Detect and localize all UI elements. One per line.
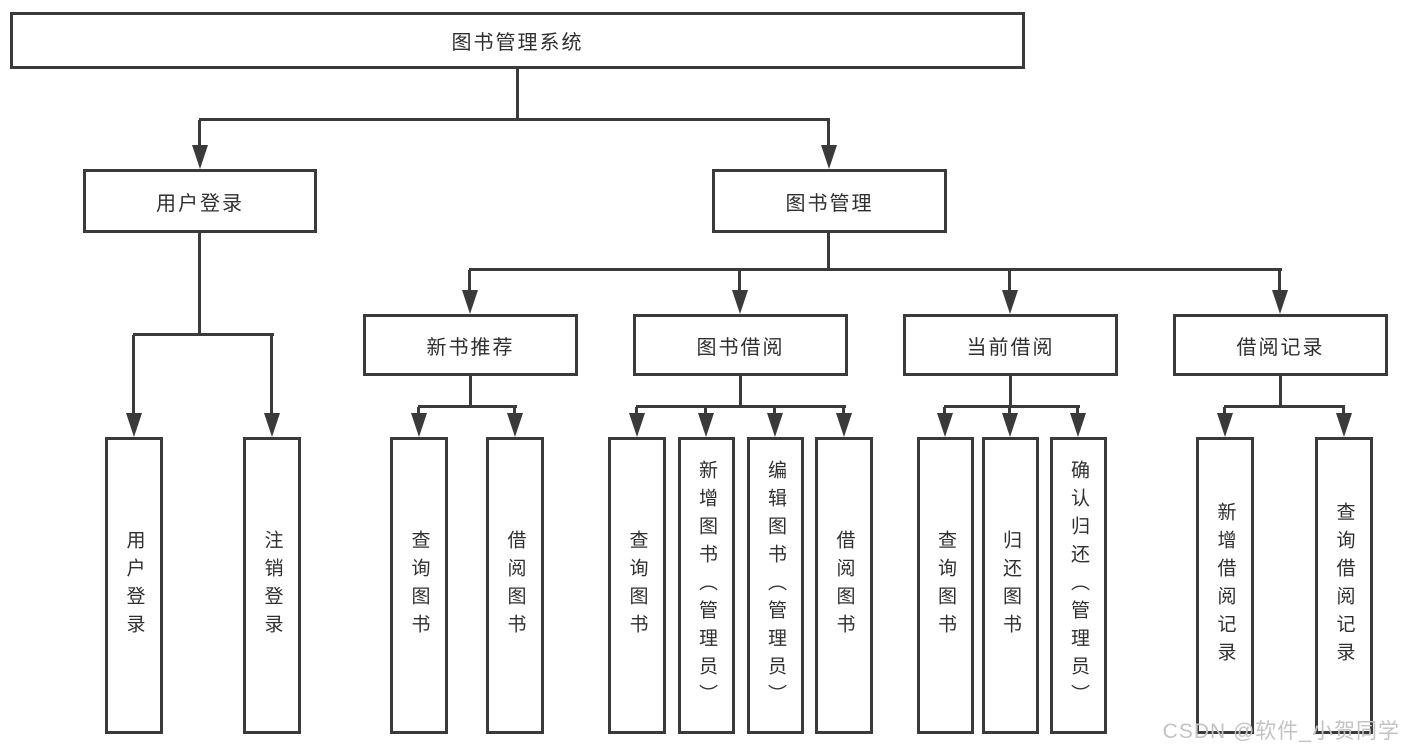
connector-line [418, 405, 517, 408]
leaf-label: 用户登录 [123, 529, 145, 642]
arrow-down-icon [937, 407, 953, 437]
arrow-down-icon [1336, 407, 1352, 437]
connector-line [944, 405, 1080, 408]
leaf-cb-return-books: 归还图书 [982, 437, 1039, 734]
leaf-user-login: 用户登录 [105, 437, 163, 734]
node-library-system: 图书管理系统 [10, 12, 1025, 69]
connector-line [739, 376, 742, 407]
leaf-label: 新增图书（管理员） [696, 459, 717, 712]
leaf-label: 归还图书 [1000, 529, 1021, 642]
arrow-down-icon [1272, 270, 1288, 314]
node-label: 新书推荐 [426, 336, 515, 359]
leaf-bb-edit-books-admin: 编辑图书（管理员） [747, 437, 804, 734]
node-label: 图书借阅 [696, 336, 785, 359]
node-new-book-recommendation: 新书推荐 [363, 314, 578, 376]
connector-line [1224, 405, 1345, 408]
node-book-borrowing: 图书借阅 [633, 314, 848, 376]
leaf-label: 查询图书 [626, 529, 648, 642]
leaf-label: 查询图书 [408, 529, 430, 642]
node-label: 借阅记录 [1236, 336, 1325, 359]
connector-line [199, 118, 830, 121]
arrow-down-icon [411, 407, 427, 437]
connector-line [469, 376, 472, 407]
arrow-down-icon [732, 270, 748, 314]
connector-line [198, 233, 201, 336]
connector-line [469, 268, 1282, 271]
node-user-login: 用户登录 [83, 169, 317, 233]
node-label: 当前借阅 [966, 336, 1055, 359]
leaf-bb-add-books-admin: 新增图书（管理员） [678, 437, 735, 734]
arrow-down-icon [1002, 407, 1018, 437]
node-current-borrowing: 当前借阅 [903, 314, 1118, 376]
arrow-down-icon [821, 120, 837, 169]
arrow-down-icon [192, 120, 208, 169]
arrow-down-icon [462, 270, 478, 314]
node-book-management: 图书管理 [712, 169, 947, 233]
arrow-down-icon [1217, 407, 1233, 437]
arrow-down-icon [698, 407, 714, 437]
node-borrowing-records: 借阅记录 [1173, 314, 1388, 376]
arrow-down-icon [126, 335, 142, 437]
node-label: 用户登录 [156, 192, 244, 215]
node-label: 图书管理 [785, 192, 874, 215]
arrow-down-icon [767, 407, 783, 437]
leaf-label: 确认归还（管理员） [1068, 459, 1089, 712]
leaf-br-add-record: 新增借阅记录 [1196, 437, 1254, 734]
leaf-cb-confirm-return-admin: 确认归还（管理员） [1050, 437, 1107, 734]
arrow-down-icon [507, 407, 523, 437]
leaf-nbr-query-books: 查询图书 [390, 437, 448, 734]
arrow-down-icon [836, 407, 852, 437]
node-label: 图书管理系统 [451, 32, 584, 54]
connector-line [1279, 376, 1282, 407]
leaf-cb-query-books: 查询图书 [917, 437, 974, 734]
arrow-down-icon [1002, 270, 1018, 314]
leaf-bb-borrow-books: 借阅图书 [815, 437, 873, 734]
connector-line [1009, 376, 1012, 407]
leaf-bb-query-books: 查询图书 [608, 437, 666, 734]
leaf-label: 借阅图书 [504, 529, 526, 642]
leaf-label: 借阅图书 [833, 529, 855, 642]
leaf-logout-login: 注销登录 [243, 437, 301, 734]
connector-line [827, 233, 830, 270]
leaf-label: 新增借阅记录 [1214, 501, 1236, 670]
leaf-br-query-record: 查询借阅记录 [1315, 437, 1373, 734]
leaf-label: 注销登录 [261, 529, 283, 642]
leaf-nbr-borrow-books: 借阅图书 [486, 437, 544, 734]
connector-line [516, 68, 519, 121]
watermark: CSDN @软件_小贺同学 [1162, 720, 1400, 743]
leaf-label: 查询图书 [935, 529, 956, 642]
leaf-label: 编辑图书（管理员） [765, 459, 786, 712]
connector-line [133, 333, 274, 336]
arrow-down-icon [264, 335, 280, 437]
arrow-down-icon [629, 407, 645, 437]
arrow-down-icon [1070, 407, 1086, 437]
connector-line [636, 405, 846, 408]
leaf-label: 查询借阅记录 [1333, 501, 1355, 670]
